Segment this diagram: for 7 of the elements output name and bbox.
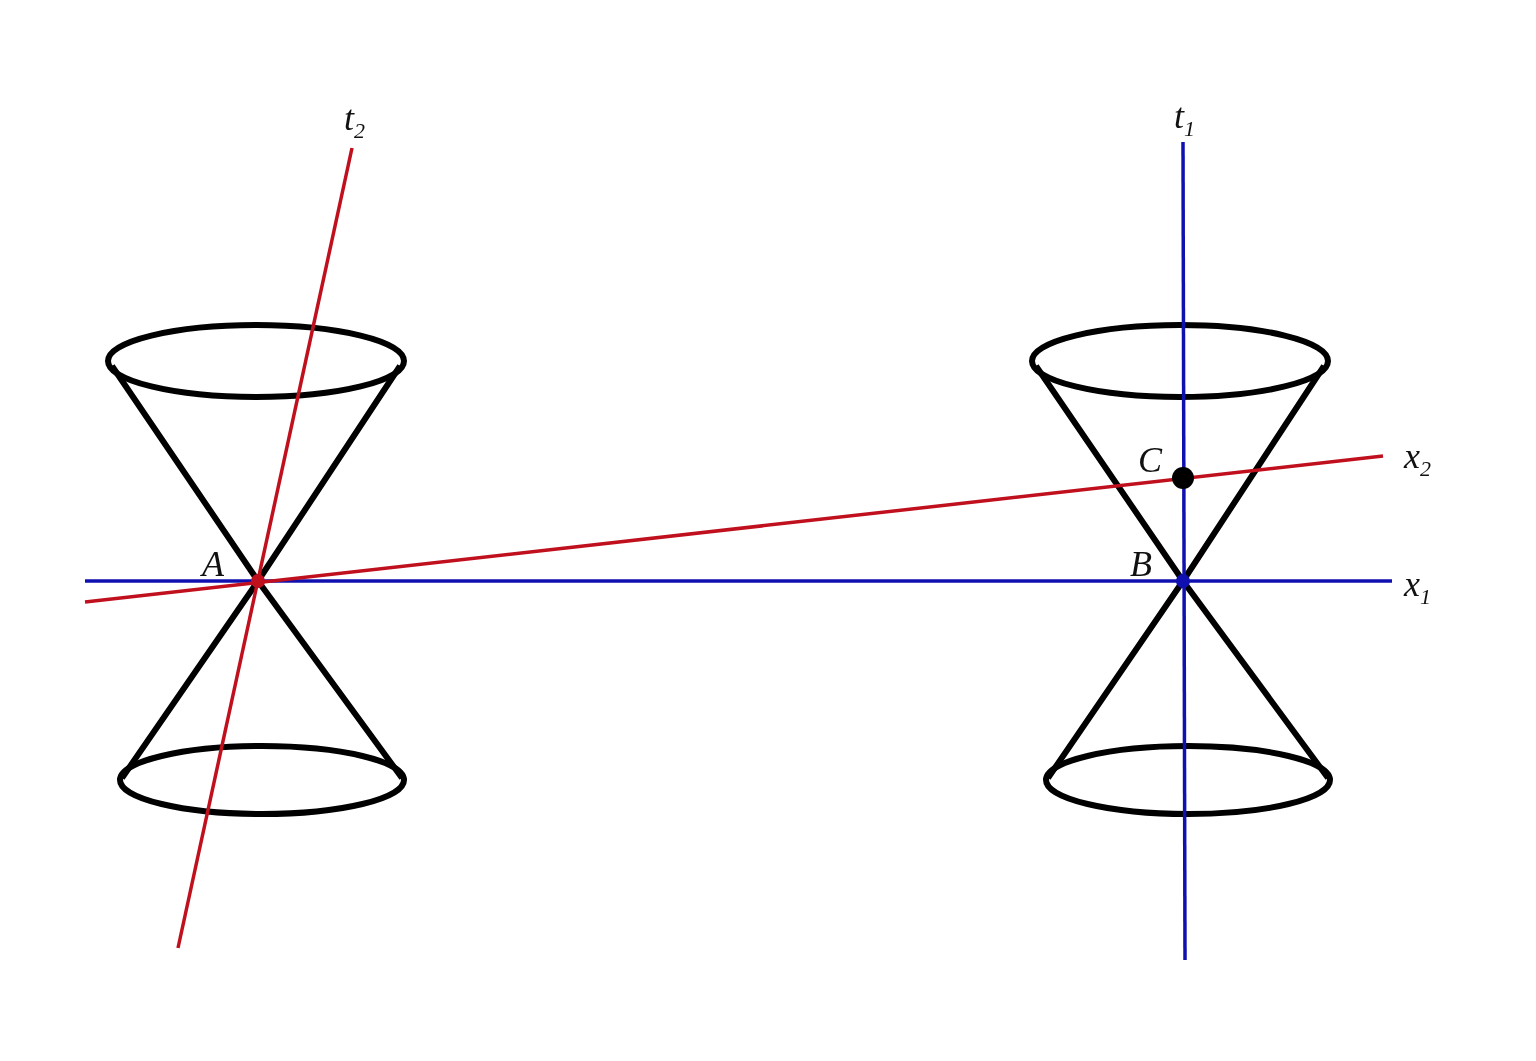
point-label: B	[1130, 546, 1152, 582]
axis-label: x$_{2}$	[1404, 438, 1431, 481]
point-label: C	[1138, 442, 1162, 478]
point-label: A	[202, 546, 224, 582]
axis-label: x$_{1}$	[1404, 566, 1431, 609]
axis-label: t$_{2}$	[344, 100, 365, 143]
axis-label: t$_{1}$	[1174, 98, 1195, 141]
